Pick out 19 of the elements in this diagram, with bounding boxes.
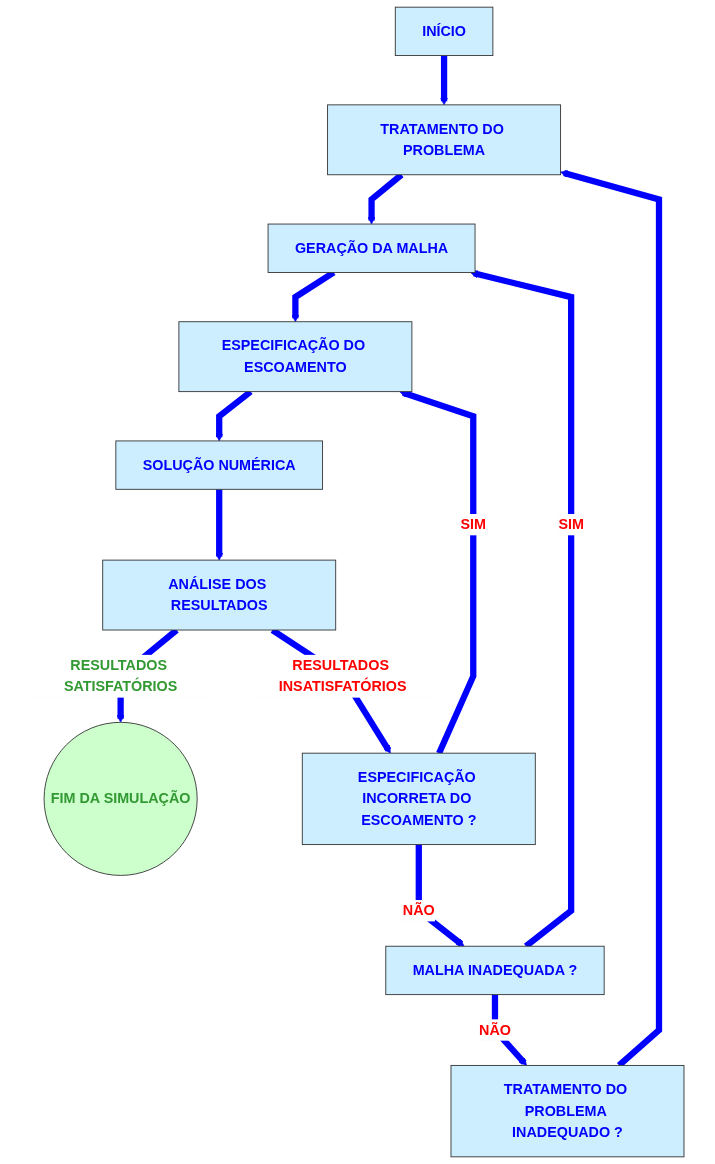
edge-label: RESULTADOS INSATISFATÓRIOS xyxy=(278,657,407,695)
node-box: ESPECIFICAÇÃO DO ESCOAMENTO xyxy=(178,321,413,393)
node-box: MALHA INADEQUADA ? xyxy=(385,945,605,996)
arrow xyxy=(399,389,477,755)
edge-label: SIM xyxy=(460,516,487,532)
node-circle: FIM DA SIMULAÇÃO xyxy=(43,721,198,876)
edge-label: RESULTADOS SATISFATÓRIOS xyxy=(63,657,178,695)
arrow xyxy=(215,489,224,561)
node-box: ANÁLISE DOS RESULTADOS xyxy=(102,559,337,631)
edge-label: NÃO xyxy=(479,1021,511,1038)
node-box: INÍCIO xyxy=(394,6,494,56)
node-box: ESPECIFICAÇÃO INCORRETA DO ESCOAMENTO ? xyxy=(301,752,536,846)
node-box: TRATAMENTO DO PROBLEMA xyxy=(327,104,562,176)
edge-label: SIM xyxy=(558,516,584,532)
arrow xyxy=(440,55,448,106)
edge-label: NÃO xyxy=(402,902,435,918)
node-box: GERAÇÃO DA MALHA xyxy=(267,223,476,273)
node-box: SOLUÇÃO NUMÉRICA xyxy=(115,440,323,490)
node-box: TRATAMENTO DO PROBLEMA INADEQUADO ? xyxy=(450,1064,685,1158)
